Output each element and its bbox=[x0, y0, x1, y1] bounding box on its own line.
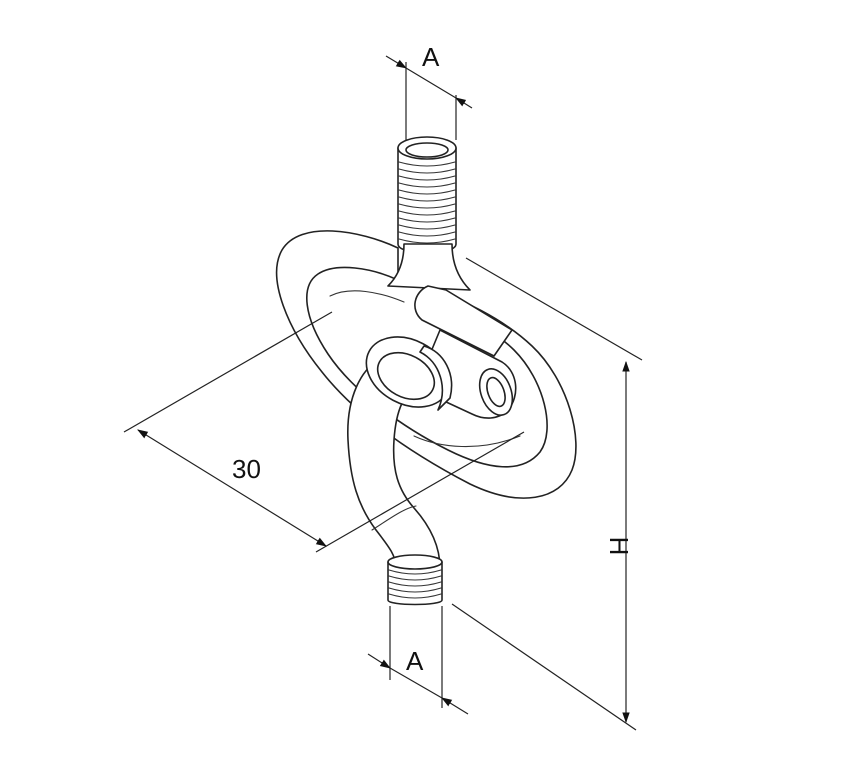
dimension-bottom-a: A bbox=[367, 606, 469, 715]
top-thread-rings bbox=[398, 161, 456, 244]
dimension-length-30: 30 bbox=[123, 311, 525, 553]
dimension-top-a-label: A bbox=[422, 42, 440, 72]
thread-ring bbox=[398, 189, 456, 195]
front-hook bbox=[347, 336, 453, 569]
dimension-top-a: A bbox=[385, 42, 473, 140]
dimension-length-label: 30 bbox=[232, 454, 261, 484]
thread-ring bbox=[398, 210, 456, 216]
thread-ring bbox=[398, 238, 456, 244]
bottom-threaded-stud bbox=[387, 554, 443, 606]
thread-ring bbox=[398, 231, 456, 237]
thread-ring bbox=[398, 217, 456, 223]
bottom-thread-rings bbox=[388, 569, 442, 599]
thread-ring bbox=[388, 593, 442, 599]
thread-ring bbox=[388, 569, 442, 575]
dimension-height-label: H bbox=[604, 537, 634, 556]
thread-ring bbox=[388, 575, 442, 581]
thread-ring bbox=[388, 581, 442, 587]
thread-ring bbox=[398, 182, 456, 188]
top-threaded-stud bbox=[387, 136, 471, 291]
thread-ring bbox=[398, 175, 456, 181]
thread-ring bbox=[398, 168, 456, 174]
dimension-height-h: H bbox=[451, 257, 643, 731]
thread-ring bbox=[388, 587, 442, 593]
dimension-bottom-a-label: A bbox=[406, 646, 424, 676]
thread-ring bbox=[398, 224, 456, 230]
thread-ring bbox=[398, 161, 456, 167]
thread-ring bbox=[398, 203, 456, 209]
thread-ring bbox=[398, 196, 456, 202]
